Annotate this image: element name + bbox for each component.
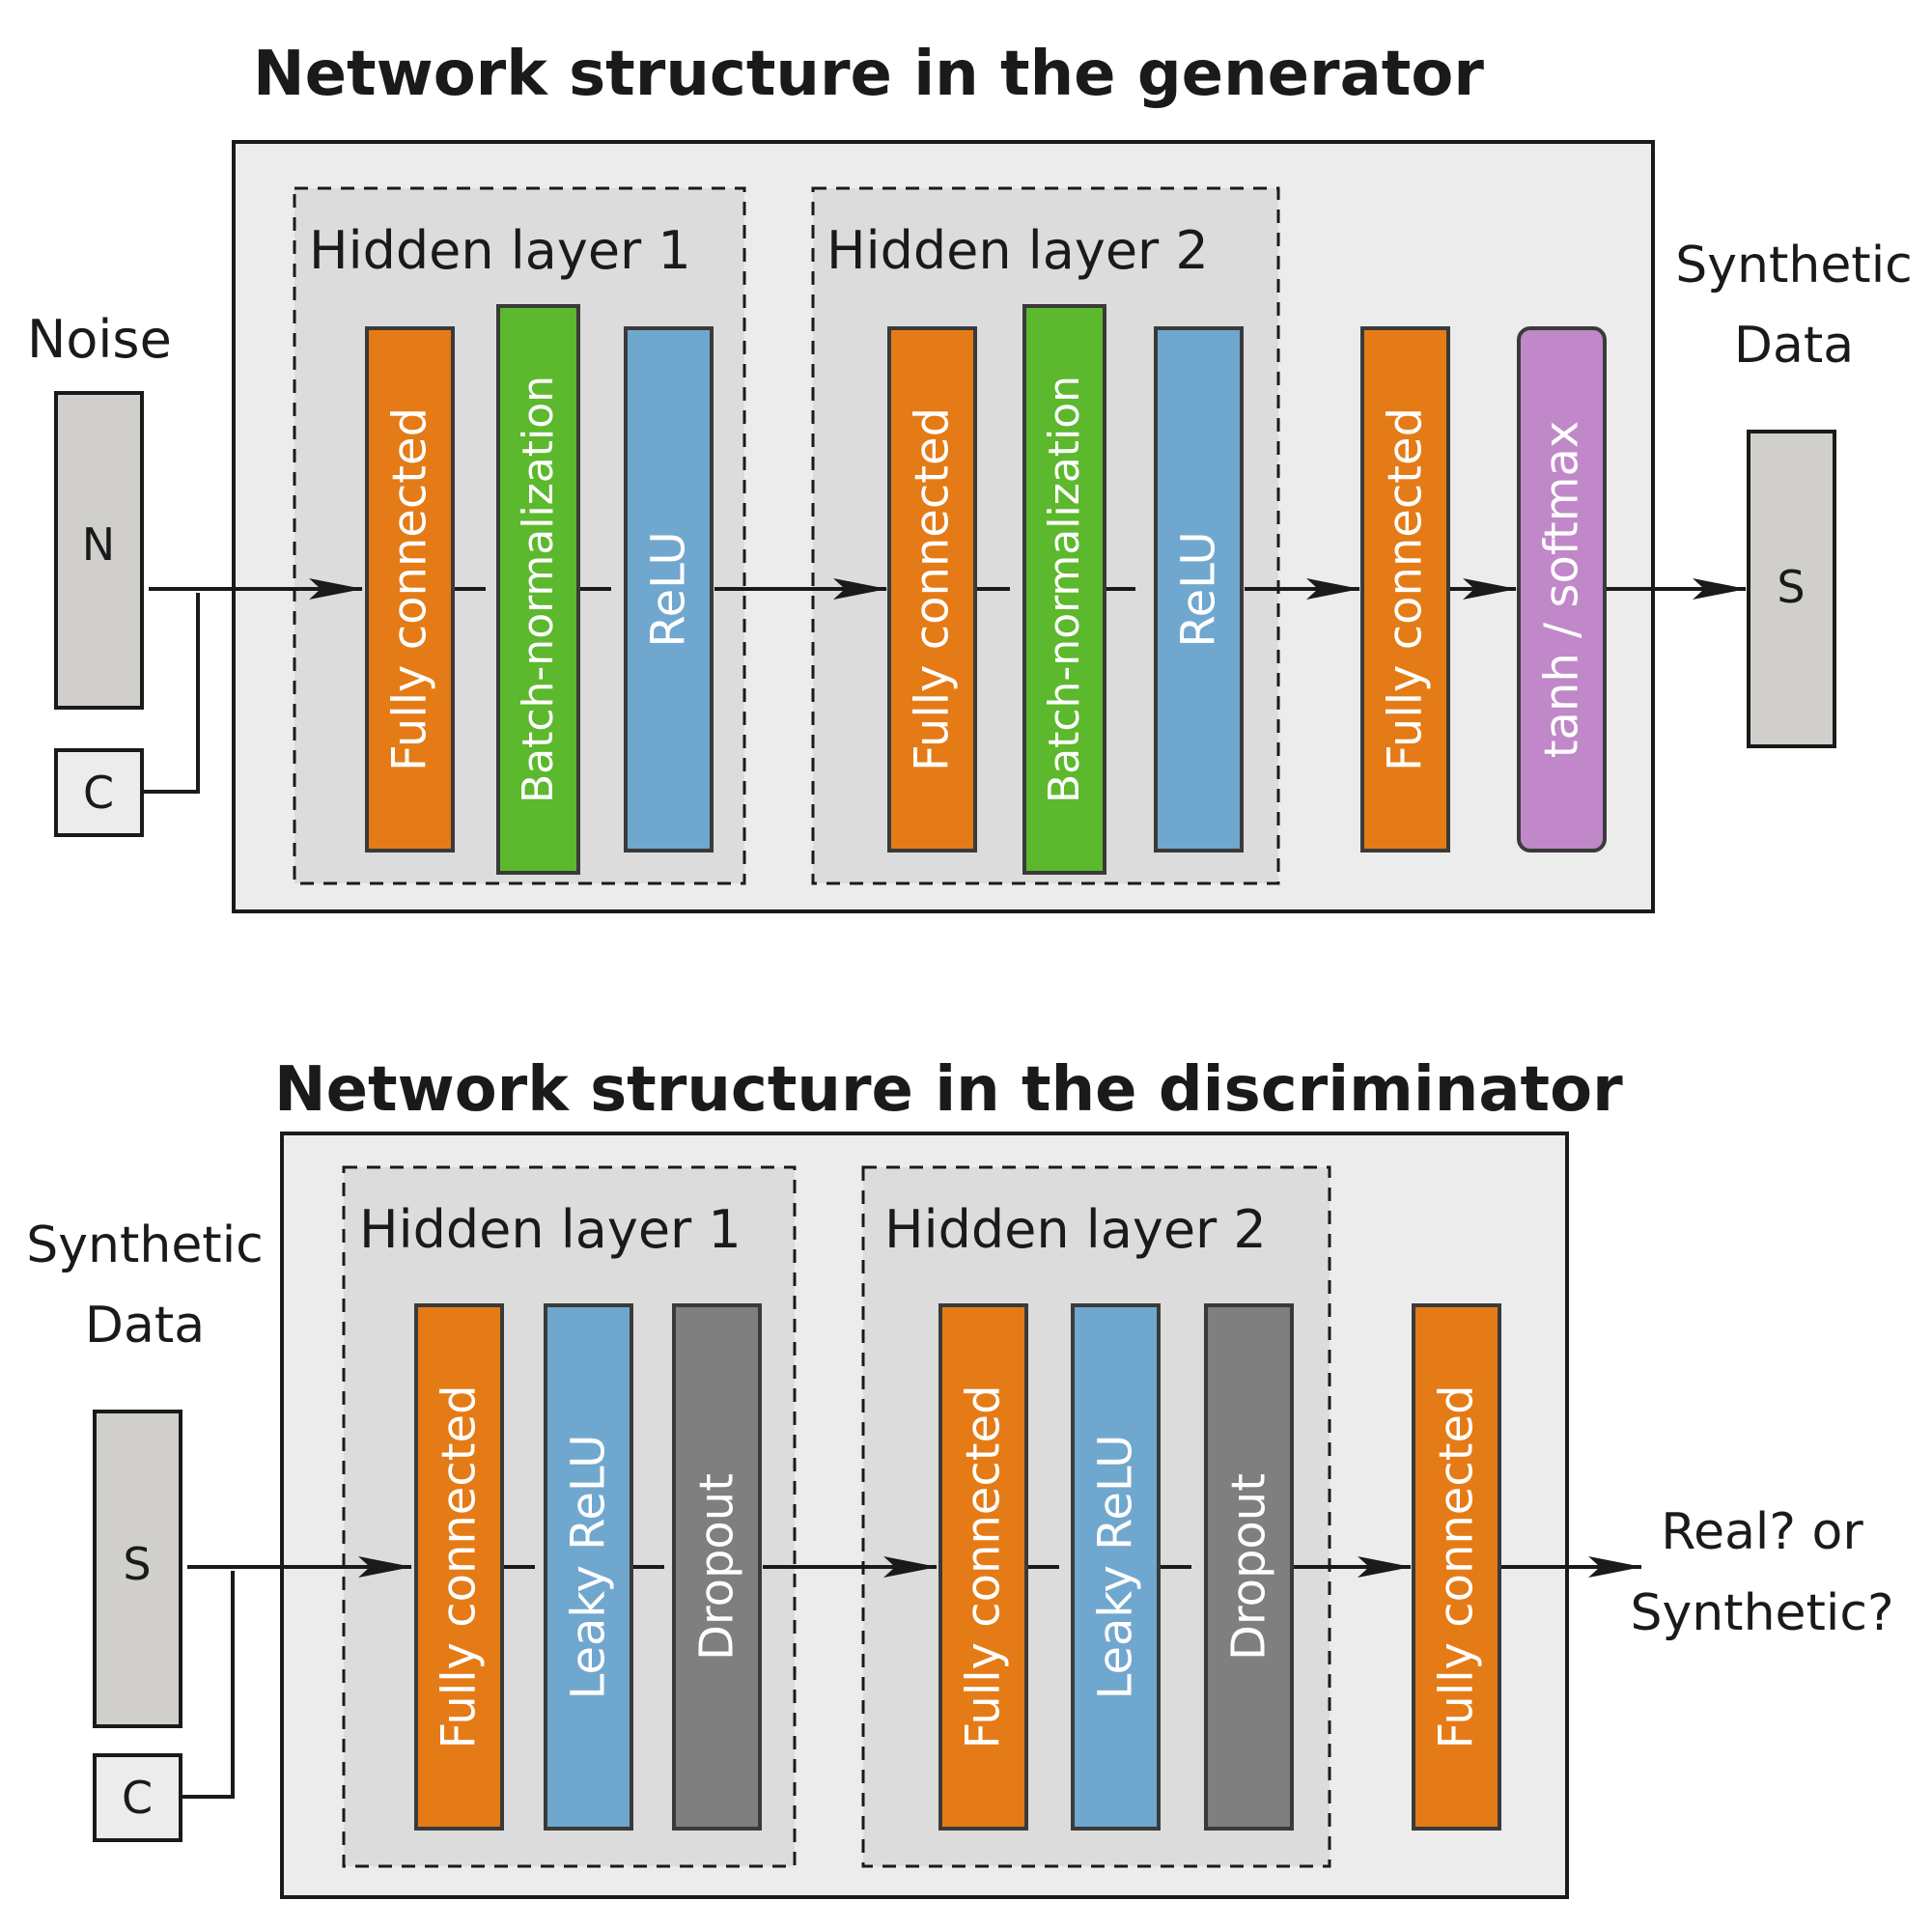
discriminator-hidden-layer-1-label: Hidden layer 1 xyxy=(359,1199,742,1260)
generator-hidden-layer-2-label: Hidden layer 2 xyxy=(826,220,1209,281)
synthetic-data-output-box-label: S xyxy=(1777,561,1805,613)
discriminator-section: Network structure in the discriminator H… xyxy=(26,1054,1894,1899)
generator-tanh-softmax-label: tanh / softmax xyxy=(1535,421,1589,759)
discriminator-hidden-layer-2-label: Hidden layer 2 xyxy=(884,1199,1267,1260)
generator-h2-relu-label: ReLU xyxy=(1172,531,1226,647)
generator-h1-fully-connected-label: Fully connected xyxy=(383,407,437,771)
discriminator-h1-leaky-relu-block: Leaky ReLU xyxy=(544,1303,633,1831)
generator-h1-batch-normalization-block: Batch-normalization xyxy=(496,304,580,875)
generator-h2-fully-connected-label: Fully connected xyxy=(906,407,960,771)
generator-hidden-layer-1-label: Hidden layer 1 xyxy=(309,220,691,281)
discriminator-h1-leaky-relu-label: Leaky ReLU xyxy=(562,1435,616,1700)
discriminator-condition-box-label: C xyxy=(122,1772,153,1824)
generator-output-fully-connected-block: Fully connected xyxy=(1360,326,1450,853)
generator-h2-batch-normalization-block: Batch-normalization xyxy=(1022,304,1106,875)
discriminator-h2-leaky-relu-label: Leaky ReLU xyxy=(1089,1435,1143,1700)
generator-h2-relu-block: ReLU xyxy=(1154,326,1244,853)
discriminator-h2-dropout-block: Dropout xyxy=(1204,1303,1294,1831)
generator-input-label: Noise xyxy=(27,309,172,370)
noise-box-label: N xyxy=(82,518,115,571)
generator-title: Network structure in the generator xyxy=(253,39,1484,110)
generator-output-label-line2: Data xyxy=(1734,317,1854,375)
discriminator-h2-dropout-label: Dropout xyxy=(1222,1473,1276,1661)
discriminator-h1-dropout-block: Dropout xyxy=(672,1303,762,1831)
discriminator-h2-fully-connected-label: Fully connected xyxy=(957,1384,1011,1748)
generator-h2-batch-normalization-label: Batch-normalization xyxy=(1040,376,1089,803)
discriminator-title: Network structure in the discriminator xyxy=(274,1054,1623,1126)
generator-output-label-line1: Synthetic xyxy=(1675,237,1913,294)
discriminator-input-box-label: S xyxy=(123,1538,151,1590)
generator-condition-connector xyxy=(142,593,200,794)
discriminator-input-box xyxy=(93,1410,182,1728)
discriminator-h1-dropout-label: Dropout xyxy=(690,1473,744,1661)
discriminator-h2-leaky-relu-block: Leaky ReLU xyxy=(1071,1303,1161,1831)
discriminator-output-label-line1: Real? or xyxy=(1661,1503,1863,1561)
generator-section: Network structure in the generator Hidde… xyxy=(27,39,1913,913)
generator-h1-fully-connected-block: Fully connected xyxy=(365,326,455,853)
generator-h2-fully-connected-block: Fully connected xyxy=(887,326,977,853)
discriminator-h1-fully-connected-label: Fully connected xyxy=(433,1384,487,1748)
generator-h1-relu-block: ReLU xyxy=(624,326,714,853)
synthetic-data-output-box xyxy=(1747,430,1836,748)
generator-condition-box-label: C xyxy=(83,767,114,819)
discriminator-h2-fully-connected-block: Fully connected xyxy=(938,1303,1028,1831)
discriminator-output-fully-connected-label: Fully connected xyxy=(1430,1384,1484,1748)
discriminator-condition-box xyxy=(93,1753,182,1842)
generator-output-fully-connected-label: Fully connected xyxy=(1379,407,1433,771)
generator-tanh-softmax-block: tanh / softmax xyxy=(1517,326,1607,853)
discriminator-output-label-line2: Synthetic? xyxy=(1630,1584,1893,1642)
discriminator-input-label-line2: Data xyxy=(85,1297,205,1355)
discriminator-h1-fully-connected-block: Fully connected xyxy=(414,1303,504,1831)
discriminator-output-fully-connected-block: Fully connected xyxy=(1412,1303,1501,1831)
discriminator-input-label-line1: Synthetic xyxy=(26,1216,264,1274)
generator-h1-relu-label: ReLU xyxy=(642,531,696,647)
noise-box xyxy=(54,391,144,710)
generator-h1-batch-normalization-label: Batch-normalization xyxy=(514,376,563,803)
discriminator-condition-connector xyxy=(181,1571,235,1799)
